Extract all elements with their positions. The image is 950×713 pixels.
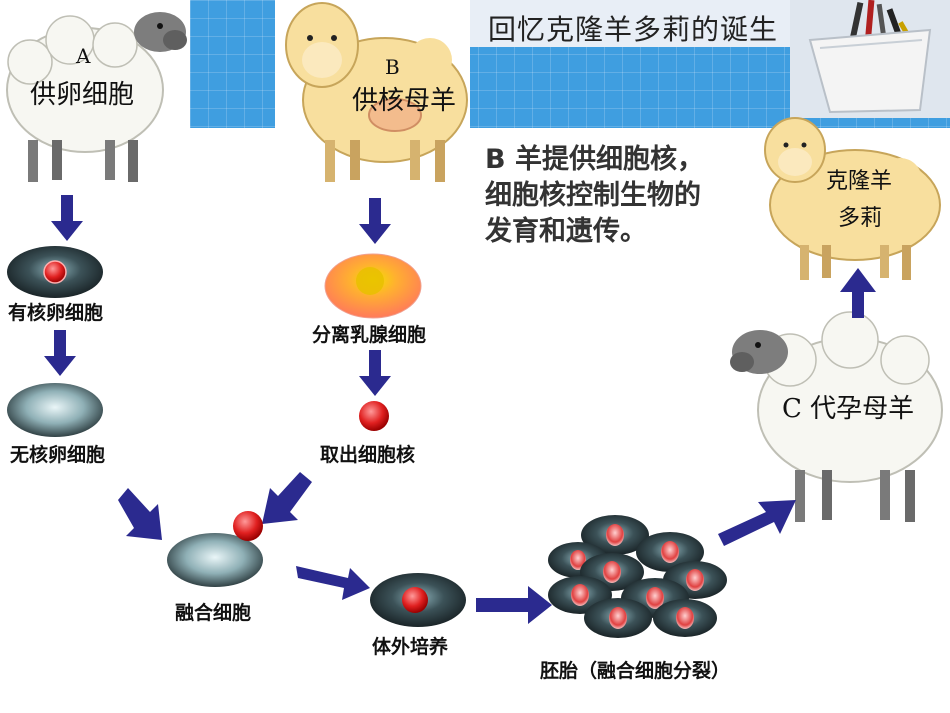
arrow-embryo-to-c — [718, 500, 796, 546]
arrow-enucleated-to-fused — [118, 488, 162, 540]
fused-cell — [167, 511, 263, 587]
arrow-nucleus-to-fused — [262, 472, 312, 524]
label-fused-cell: 融合细胞 — [175, 602, 252, 624]
arrow-culture-to-embryo — [476, 586, 552, 624]
info-line-2: 细胞核控制生物的 — [485, 180, 701, 211]
sheep-a-role: 供卵细胞 — [30, 80, 135, 110]
label-embryo: 胚胎（融合细胞分裂） — [540, 660, 731, 682]
arrow-mammary-to-nucleus — [359, 350, 391, 396]
sheep-a-illustration — [0, 0, 190, 190]
sheep-b-role: 供核母羊 — [352, 86, 457, 116]
label-nucleated-egg: 有核卵细胞 — [8, 302, 104, 324]
embryo-cell-cluster — [548, 515, 727, 638]
clone-label-line2: 多莉 — [838, 206, 883, 231]
label-mammary-cell: 分离乳腺细胞 — [312, 324, 427, 346]
extracted-nucleus — [359, 401, 389, 431]
sheep-b-illustration — [275, 0, 470, 190]
arrow-egg-to-enucleated — [44, 330, 76, 376]
clone-sheep-illustration — [764, 117, 941, 280]
pen-pocket-icon — [790, 0, 950, 118]
arrow-a-to-egg — [51, 195, 83, 241]
cultured-cell — [370, 573, 466, 627]
label-culture: 体外培养 — [372, 636, 449, 658]
arrow-fused-to-culture — [296, 566, 370, 600]
enucleated-egg-cell — [7, 383, 103, 437]
sheep-c-illustration — [730, 311, 943, 522]
info-text: B 羊提供细胞核， 细胞核控制生物的 发育和遗传。 — [485, 142, 704, 250]
sheep-a-letter: A — [76, 44, 91, 68]
sheep-b-letter: B — [385, 55, 400, 79]
clone-label-line1: 克隆羊 — [826, 169, 893, 194]
mammary-cell — [324, 253, 422, 319]
arrow-b-to-mammary — [359, 198, 391, 244]
sheep-c-label: C 代孕母羊 — [782, 394, 915, 424]
label-extract-nucleus: 取出细胞核 — [320, 444, 416, 466]
label-enucleated-egg: 无核卵细胞 — [10, 444, 106, 466]
info-line-3: 发育和遗传。 — [485, 216, 647, 247]
info-line-1: B 羊提供细胞核， — [485, 144, 704, 175]
nucleated-egg-cell — [7, 246, 103, 298]
page-title: 回忆克隆羊多莉的诞生 — [488, 13, 779, 46]
arrow-c-to-clone — [840, 268, 876, 318]
